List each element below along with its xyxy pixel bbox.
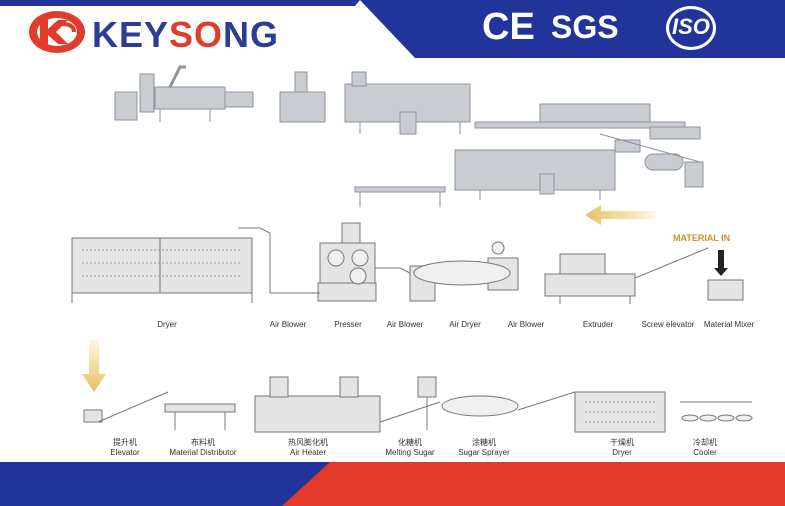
label-melting-sugar: Melting Sugar bbox=[385, 448, 435, 457]
label-cn-sugar-sprayer: 涂糖机 bbox=[472, 438, 496, 447]
label-cn-melting-sugar: 化糖机 bbox=[398, 438, 422, 447]
material-in-label: MATERIAL IN bbox=[673, 233, 731, 243]
label-presser: Presser bbox=[334, 320, 362, 329]
label-cn-cooler: 冷却机 bbox=[693, 438, 717, 447]
label-cn-air-heater: 热风膨化机 bbox=[288, 438, 328, 447]
label-cn-elevator: 提升机 bbox=[113, 438, 137, 447]
label-cn-material-distributor: 布料机 bbox=[191, 438, 215, 447]
label-air-blower-1: Air Blower bbox=[269, 320, 307, 329]
process-diagram-row2 bbox=[83, 376, 753, 433]
brand-logo-icon bbox=[29, 11, 85, 53]
label-dryer: Dryer bbox=[157, 320, 177, 329]
label-material-distributor: Material Distributor bbox=[169, 448, 237, 457]
iso-ring-icon bbox=[666, 6, 716, 50]
label-material-mixer: Material Mixer bbox=[703, 320, 755, 329]
label-cooler: Cooler bbox=[693, 448, 717, 457]
label-sugar-sprayer: Sugar Sprayer bbox=[458, 448, 510, 457]
iso-mark: ISO bbox=[672, 14, 710, 39]
label-extruder: Extruder bbox=[582, 320, 614, 329]
label-air-dryer: Air Dryer bbox=[449, 320, 481, 329]
brand-name: KEYSONG bbox=[92, 14, 280, 55]
label-air-heater: Air Heater bbox=[289, 448, 327, 457]
footer-band bbox=[0, 462, 785, 506]
label-elevator: Elevator bbox=[110, 448, 140, 457]
label-dryer-2: Dryer bbox=[612, 448, 632, 457]
production-line-illustration bbox=[114, 65, 704, 207]
flow-arrow-down-icon bbox=[82, 340, 106, 392]
label-cn-dryer: 干燥机 bbox=[610, 438, 634, 447]
label-air-blower-3: Air Blower bbox=[507, 320, 545, 329]
process-diagram-row1 bbox=[71, 222, 744, 304]
ce-mark: CE bbox=[482, 6, 535, 48]
label-screw-elevator: Screw elevator bbox=[641, 320, 695, 329]
flow-arrow-left-icon bbox=[585, 205, 655, 225]
sgs-mark: SGS bbox=[551, 9, 619, 45]
label-air-blower-2: Air Blower bbox=[386, 320, 424, 329]
